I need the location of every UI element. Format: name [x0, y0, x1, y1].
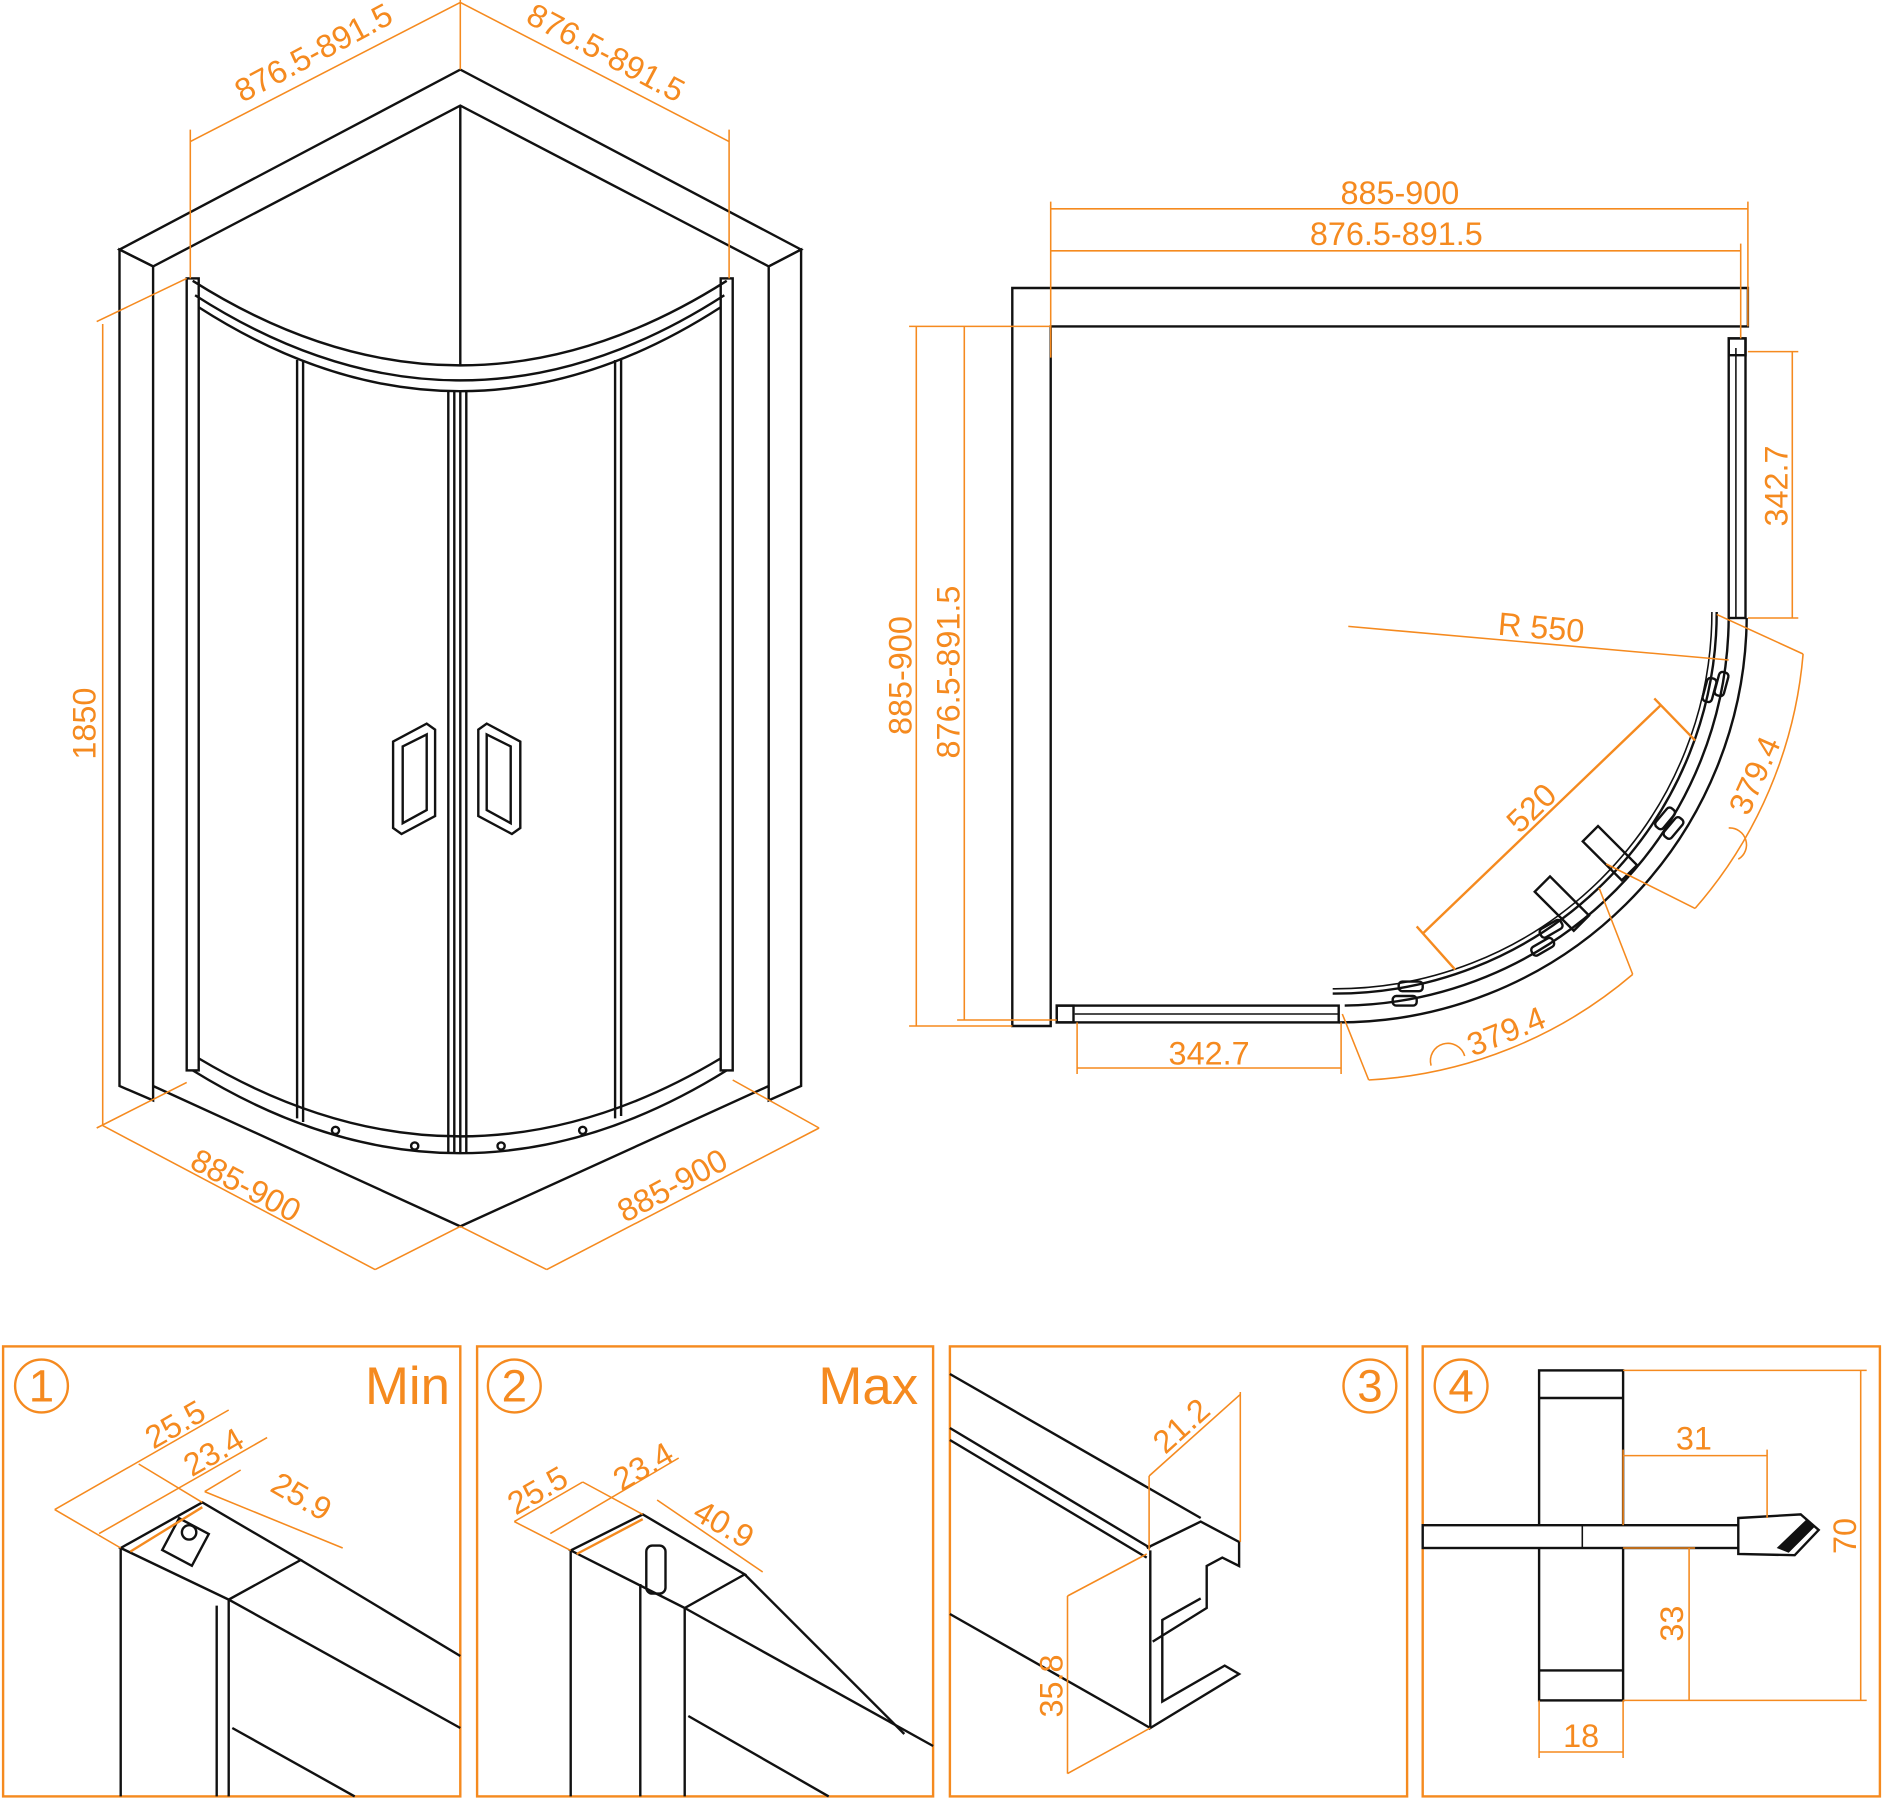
detail-panel-1: 1 Min 25.5 23.4 25.9 [1, 1345, 462, 1798]
panel-number-circle [1342, 1358, 1398, 1414]
walls [116, 68, 804, 1228]
profile-min [118, 1501, 461, 1798]
panel-number-circle [13, 1358, 70, 1414]
plan-inner-width-dim: 876.5-891.5 [1310, 216, 1483, 252]
iso-dimensions: 876.5-891.5 876.5-891.5 1850 885-900 885… [67, 0, 820, 1271]
iso-top-right-dim: 876.5-891.5 [521, 0, 691, 109]
dim-21-2: 21.2 [1146, 1391, 1217, 1460]
panel-number: 4 [1448, 1361, 1473, 1412]
dims-4: 31 70 33 18 [1538, 1369, 1867, 1758]
plan-view: 885-900 876.5-891.5 885-900 876.5-891.5 … [883, 175, 1804, 1081]
dim-18: 18 [1563, 1718, 1599, 1754]
enclosure-frame [185, 277, 734, 1155]
dims-3: 21.2 35.8 [1034, 1391, 1242, 1775]
plan-radius-dim: R 550 [1497, 606, 1586, 649]
panel-frame [948, 1345, 1409, 1798]
isometric-view: 876.5-891.5 876.5-891.5 1850 885-900 885… [67, 0, 820, 1271]
detail-panel-2: 2 Max 25.5 23.4 40.9 [475, 1345, 935, 1798]
outer-curved-rail [1338, 617, 1748, 1024]
panel-number: 3 [1357, 1361, 1382, 1412]
plan-enclosure [1055, 337, 1748, 1024]
right-wall [767, 247, 803, 1103]
panel-frame [475, 1345, 935, 1798]
profile-max [568, 1513, 934, 1798]
iso-bottom-right-dim: 885-900 [611, 1142, 733, 1230]
plan-bottom-fixed-dim: 342.7 [1169, 1035, 1250, 1071]
seal-profile [1421, 1369, 1821, 1702]
hinge-left [1055, 1004, 1075, 1024]
panel-label-min: Min [365, 1357, 450, 1416]
dim-35-8: 35.8 [1034, 1654, 1070, 1717]
door-rollers [1391, 670, 1730, 1007]
dim-min-25-9: 25.9 [265, 1465, 338, 1528]
panel-number-circle [1433, 1358, 1489, 1414]
detail-panel-4: 4 31 70 33 18 [1421, 1345, 1882, 1798]
top-rail-profile [949, 1372, 1242, 1731]
roller [330, 1125, 341, 1136]
plan-bottom-arc-dim: 379.4 [1462, 1000, 1551, 1064]
plan-door-opening-dim: 520 [1500, 776, 1564, 839]
plan-right-fixed-dim: 342.7 [1759, 445, 1795, 526]
detail-panel-3: 3 21.2 35.8 [948, 1345, 1409, 1798]
left-wall [118, 247, 155, 1103]
dim-max-25-5: 25.5 [501, 1459, 574, 1522]
panel-number: 1 [29, 1361, 54, 1412]
curved-door-glass [1332, 611, 1713, 990]
plan-wall [1011, 286, 1750, 1028]
roller [496, 1141, 506, 1151]
curved-door-outer [1344, 617, 1730, 1007]
plan-outer-depth-dim: 885-900 [883, 616, 919, 735]
top-rail-mid [194, 294, 725, 382]
panel-frame [1421, 1345, 1882, 1798]
roller [409, 1141, 420, 1151]
plan-outer-width-dim: 885-900 [1340, 175, 1459, 211]
dim-33: 33 [1654, 1606, 1690, 1642]
top-rail-outer [192, 279, 728, 367]
dim-max-23-4: 23.4 [607, 1435, 680, 1498]
left-door-handle [391, 722, 437, 836]
bottom-rail-outer [192, 1069, 728, 1155]
plan-inner-depth-dim: 876.5-891.5 [931, 586, 967, 759]
right-door-handle [477, 722, 522, 836]
panel-number: 2 [502, 1361, 527, 1412]
plan-walls [1011, 286, 1750, 1028]
right-post [719, 277, 734, 1072]
roller [577, 1125, 588, 1136]
panel-label-max: Max [818, 1357, 918, 1416]
iso-top-left-dim: 876.5-891.5 [229, 0, 399, 109]
panel-number-circle [486, 1358, 542, 1414]
dim-70: 70 [1827, 1518, 1863, 1554]
dim-31: 31 [1676, 1421, 1712, 1457]
hinge-top [1727, 337, 1747, 357]
left-post [185, 277, 200, 1072]
panel-frame [1, 1345, 462, 1798]
iso-bottom-left-dim: 885-900 [185, 1142, 307, 1230]
iso-height-dim: 1850 [67, 688, 103, 760]
plan-right-arc-dim: 379.4 [1722, 731, 1788, 820]
right-fixed-panel [1727, 337, 1747, 620]
